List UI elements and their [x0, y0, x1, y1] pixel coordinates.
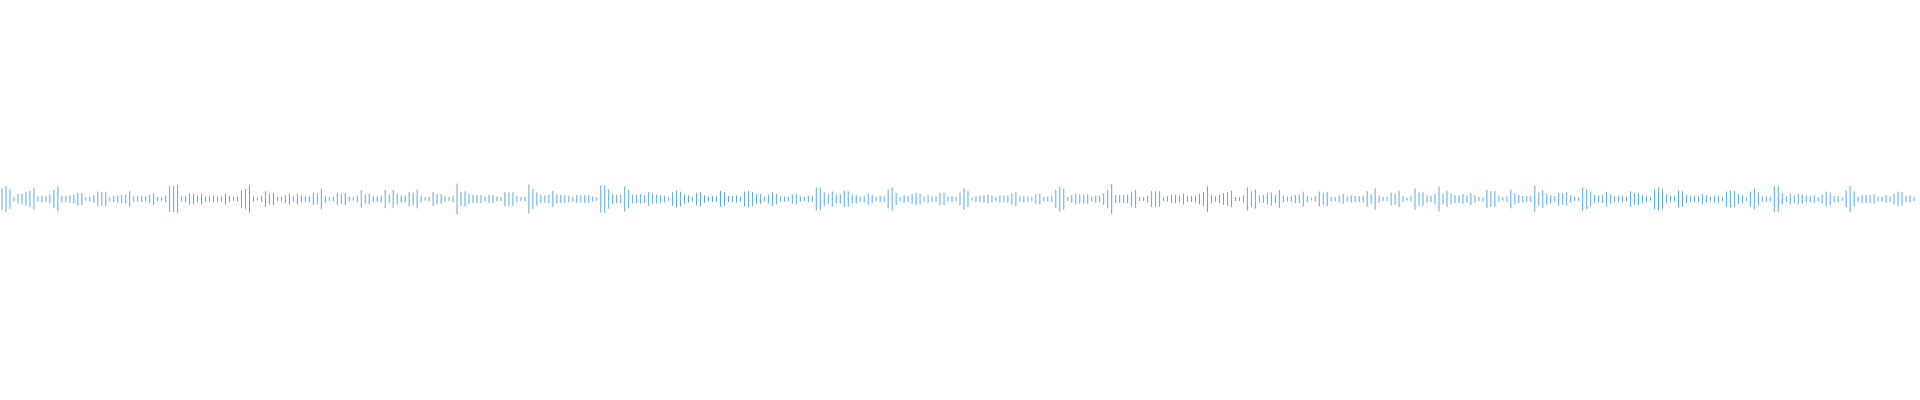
- waveform-path: [1, 183, 1915, 215]
